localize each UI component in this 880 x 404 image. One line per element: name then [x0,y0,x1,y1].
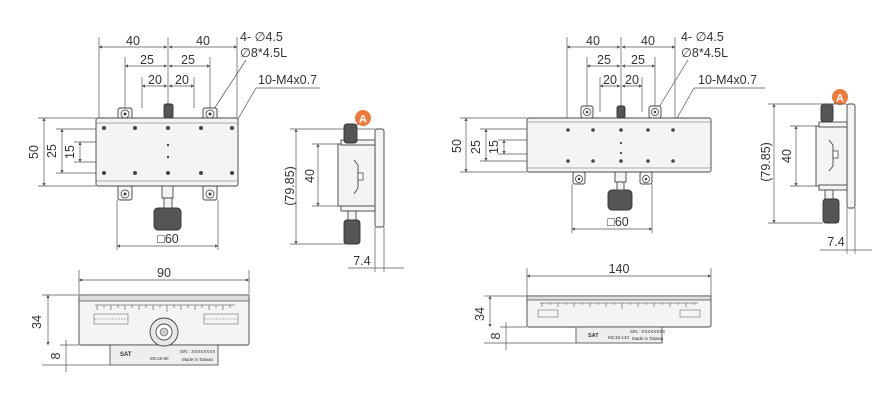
marker-a-badge [832,89,848,105]
left-front-view: 90 SAT MC15-90 S/N : XXXXXXXX Made in Ta… [30,266,250,372]
right-drawing-set: 40 40 25 25 20 20 4- ∅4.5 ∅8*4.5L 10-M4x… [450,30,872,350]
thread-note: 10-M4x0.7 [698,73,757,87]
dim-label: 25 [597,53,611,67]
dim-label: 25 [631,53,645,67]
dim-label: 40 [586,34,600,48]
dim-label: 25 [45,144,59,158]
brand-logo: SAT [588,333,599,339]
dim-label: 20 [625,73,639,87]
origin-label: Made in Taiwan [632,336,664,341]
right-side-view: A (79.85) 40 7.4 [759,89,872,254]
marker-a-badge [355,110,371,126]
counterbore-note: ∅8*4.5L [681,46,728,60]
dim-label: 40 [641,34,655,48]
dim-label: 15 [487,140,501,154]
dim-label: 15 [63,145,77,159]
side-40-label: 40 [780,149,794,163]
right-front-view: 140 SAT MC15-140 S/N : XXXXXXXX Made in … [473,262,712,350]
dim-label: 20 [175,73,189,87]
front-8-label: 8 [49,352,63,359]
square-dim-label: □60 [157,232,179,246]
left-side-view: A (79.85) 40 7.4 [283,110,404,272]
marker-a-label: A [836,93,844,105]
side-height-label: (79.85) [283,166,297,206]
dim-label: 20 [603,73,617,87]
holes-note: 4- ∅4.5 [240,30,283,44]
counterbore-note: ∅8*4.5L [240,46,287,60]
side-height-label: (79.85) [759,142,773,182]
model-label: MC15-140 [608,335,630,340]
left-scale-ticks [96,305,231,312]
left-top-view: 40 40 25 25 20 20 4- ∅4.5 ∅8*4.5L 10-M4x… [27,30,320,250]
holes-note: 4- ∅4.5 [681,30,724,44]
dim-label: 40 [196,34,210,48]
front-width-label: 90 [157,266,171,280]
dim-label: 50 [27,145,41,159]
side-40-label: 40 [303,169,317,183]
dim-label: 25 [181,53,195,67]
side-74-label: 7.4 [827,235,844,249]
front-34-label: 34 [473,307,487,321]
front-8-label: 8 [489,332,503,339]
left-drawing-set: 40 40 25 25 20 20 4- ∅4.5 ∅8*4.5L 10-M4x… [27,30,404,372]
dim-label: 25 [140,53,154,67]
brand-logo: SAT [120,352,132,358]
dim-label: 40 [126,34,140,48]
serial-label: S/N : XXXXXXXX [180,349,215,354]
origin-label: Made in Taiwan [182,357,214,362]
square-dim-label: □60 [607,215,629,229]
right-scale-ticks [541,303,695,309]
dim-label: 50 [450,139,464,153]
right-top-view: 40 40 25 25 20 20 4- ∅4.5 ∅8*4.5L 10-M4x… [450,30,765,233]
side-74-label: 7.4 [353,254,370,268]
dim-label: 25 [469,140,483,154]
thread-note: 10-M4x0.7 [258,73,317,87]
model-label: MC15-90 [150,356,169,361]
dim-label: 20 [148,73,162,87]
serial-label: S/N : XXXXXXXX [630,329,665,334]
front-34-label: 34 [30,315,44,329]
front-width-label: 140 [609,262,630,276]
marker-a-label: A [359,114,367,126]
